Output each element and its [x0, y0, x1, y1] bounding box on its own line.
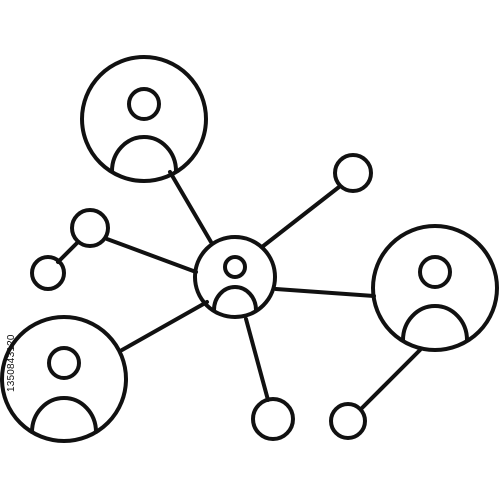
- user-shoulders: [30, 396, 98, 434]
- node-dot-icon: [70, 208, 110, 248]
- user-shoulders: [401, 304, 469, 342]
- connection-lines: [56, 170, 422, 410]
- connector-center-to-top-right-dot: [260, 185, 341, 249]
- user-avatar-top: [80, 55, 208, 183]
- connector-center-to-bottom-dot: [244, 317, 270, 402]
- dot-nodes: [30, 153, 373, 441]
- connector-center-to-top-user: [168, 170, 213, 244]
- user-avatar-icon: [371, 224, 499, 352]
- connector-center-to-left-dot: [105, 237, 198, 274]
- user-shoulders: [212, 285, 258, 312]
- user-shoulders: [110, 135, 178, 173]
- user-head: [127, 87, 161, 121]
- connector-center-to-right-user: [274, 287, 376, 298]
- stock-id-watermark: 1350843120: [6, 334, 17, 392]
- user-avatar-icon: [193, 235, 277, 319]
- node-dot-icon: [333, 153, 373, 193]
- connector-center-to-left-user: [120, 300, 209, 352]
- node-dot-icon: [30, 255, 66, 291]
- node-dot-icon: [251, 397, 295, 441]
- user-avatar-icon: [0, 315, 128, 443]
- user-avatar-left: [0, 315, 128, 443]
- user-avatar-right: [371, 224, 499, 352]
- node-dot-icon: [329, 402, 367, 440]
- user-avatar-icon: [80, 55, 208, 183]
- user-head: [223, 255, 247, 279]
- user-head: [47, 346, 81, 380]
- connector-right-user-to-bottom-right-dot: [360, 348, 422, 410]
- user-head: [418, 255, 452, 289]
- connector-left-dot-to-far-left-dot: [56, 241, 79, 264]
- user-avatar-center: [193, 235, 277, 319]
